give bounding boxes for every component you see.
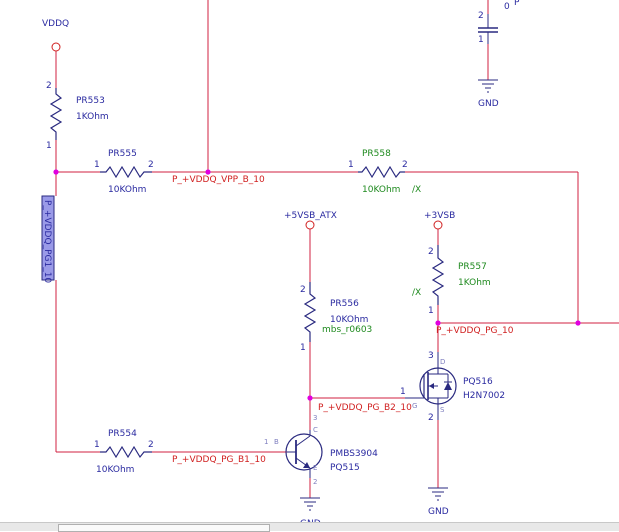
pr555-ref: PR555 xyxy=(108,149,137,159)
pr556-value: 10KOhm xyxy=(330,315,368,325)
pr556-pin1: 1 xyxy=(300,343,306,353)
junctions xyxy=(53,169,581,401)
pq516-ref: PQ516 xyxy=(463,377,493,387)
pq516-pin-g: 1 xyxy=(400,387,406,397)
power-vddq: VDDQ xyxy=(42,19,69,52)
pr555-pin2: 2 xyxy=(148,160,154,170)
pr558-suffix: /X xyxy=(412,185,421,195)
bjt-pq515: 1 B 3 C E 2 PMBS3904 PQ515 xyxy=(264,414,378,486)
power-3vsb: +3VSB xyxy=(424,211,455,230)
vddq-label: VDDQ xyxy=(42,19,69,29)
resistor-pr554: PR554 1 2 10KOhm xyxy=(94,429,154,475)
net-pg: P_+VDDQ_PG_10 xyxy=(436,326,514,336)
pr557-value: 1KOhm xyxy=(458,278,491,288)
bottom-scroll-field[interactable] xyxy=(58,524,270,532)
gnd-top-label: GND xyxy=(478,99,499,109)
pr555-pin1: 1 xyxy=(94,160,100,170)
pq516-lbl-d: D xyxy=(440,358,445,366)
5vsb-label: +5VSB_ATX xyxy=(284,211,337,221)
junction-right xyxy=(575,320,581,326)
pr554-ref: PR554 xyxy=(108,429,137,439)
mosfet-pq516: 3 D 1 G 2 S PQ516 H2N7002 xyxy=(400,351,505,423)
pr557-ref: PR557 xyxy=(458,262,487,272)
power-5vsb: +5VSB_ATX xyxy=(284,211,337,230)
bottom-status-bar xyxy=(0,522,619,531)
pr554-pin1: 1 xyxy=(94,440,100,450)
pr553-pin1: 1 xyxy=(46,141,52,151)
pq516-pin-s: 2 xyxy=(428,413,434,423)
wires xyxy=(55,0,619,498)
junction-pg xyxy=(435,320,441,326)
resistor-pr555: PR555 1 2 10KOhm xyxy=(94,149,154,195)
gnd-top-symbol xyxy=(478,79,498,93)
pq515-lbl-c: C xyxy=(313,426,318,434)
gnd-q-label: GND xyxy=(428,507,449,517)
resistor-pr556: 2 1 PR556 10KOhm mbs_r0603 xyxy=(300,282,372,353)
cap-partial-2: P xyxy=(514,0,520,8)
pr558-value: 10KOhm xyxy=(362,185,400,195)
pr554-value: 10KOhm xyxy=(96,465,134,475)
pq515-pin-c: 3 xyxy=(313,414,317,422)
net-vpp-b: P_+VDDQ_VPP_B_10 xyxy=(172,175,265,185)
gnd-bjt-symbol xyxy=(300,497,320,511)
pr553-value: 1KOhm xyxy=(76,112,109,122)
pq515-lbl-e: E xyxy=(313,464,317,472)
pq516-pin-d: 3 xyxy=(428,351,434,361)
pq515-value: PMBS3904 xyxy=(330,449,378,459)
net-pg1-box: P_+VDDQ_PG1_10 xyxy=(41,195,55,283)
pq516-value: H2N7002 xyxy=(463,391,505,401)
net-pg-b1: P_+VDDQ_PG_B1_10 xyxy=(172,455,266,465)
resistor-pr553: 2 1 PR553 1KOhm xyxy=(46,81,109,151)
pr557-pin1: 1 xyxy=(428,306,434,316)
pr556-ref: PR556 xyxy=(330,299,359,309)
pr555-value: 10KOhm xyxy=(108,185,146,195)
pq515-ref: PQ515 xyxy=(330,463,360,473)
pr558-pin1: 1 xyxy=(348,160,354,170)
net-pg1-vertical: P_+VDDQ_PG1_10 xyxy=(42,200,52,283)
junction-left xyxy=(53,169,59,175)
pr556-pin2: 2 xyxy=(300,285,306,295)
resistor-pr558: PR558 1 2 10KOhm /X xyxy=(340,149,421,195)
pr558-pin2: 2 xyxy=(402,160,408,170)
pr556-footprint: mbs_r0603 xyxy=(322,325,372,335)
3vsb-label: +3VSB xyxy=(424,211,455,221)
capacitor-top: 2 1 0 P xyxy=(478,0,520,45)
junction-collector xyxy=(307,395,313,401)
pq515-lbl-b: B xyxy=(274,438,279,446)
cap-partial-1: 0 xyxy=(504,2,510,12)
pq516-lbl-s: S xyxy=(440,406,445,414)
pr554-pin2: 2 xyxy=(148,440,154,450)
pr558-ref: PR558 xyxy=(362,149,391,159)
cap-pin2: 2 xyxy=(478,11,484,21)
pq515-pin-e: 2 xyxy=(313,478,317,486)
net-pg-b2: P_+VDDQ_PG_B2_10 xyxy=(318,403,412,413)
pr557-pin2: 2 xyxy=(428,247,434,257)
pr557-suffix: /X xyxy=(412,288,421,298)
cap-pin1: 1 xyxy=(478,35,484,45)
pr553-pin2: 2 xyxy=(46,81,52,91)
junction-vpp xyxy=(205,169,211,175)
pq515-pin-b: 1 xyxy=(264,438,268,446)
resistor-pr557: 2 1 PR557 1KOhm /X xyxy=(412,245,491,316)
gnd-q-symbol xyxy=(428,487,448,501)
pq516-lbl-g: G xyxy=(412,402,417,410)
pr553-ref: PR553 xyxy=(76,96,105,106)
